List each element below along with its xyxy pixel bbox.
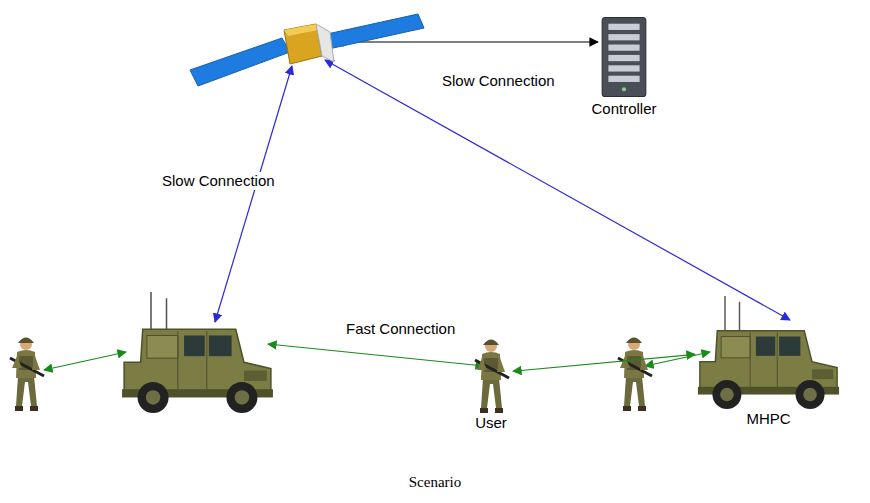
connection-label: Fast Connection (344, 320, 457, 338)
user-node: User (470, 334, 512, 432)
connection-label: Slow Connection (440, 72, 557, 90)
node-icon (696, 294, 841, 410)
slow-link (325, 60, 790, 320)
node-icon (470, 334, 512, 414)
fast-link (268, 344, 484, 366)
soldier-icon (618, 338, 652, 412)
satellite-icon (190, 14, 424, 86)
slow-link (335, 41, 598, 42)
vehicle-node: MHPC (696, 294, 841, 428)
node-label: MHPC (743, 410, 793, 428)
server-node: Controller (588, 14, 659, 118)
fast-link (513, 354, 695, 371)
soldier-icon (10, 338, 44, 412)
fast-link (44, 352, 126, 370)
vehicle-icon (122, 292, 273, 413)
node-label: Controller (588, 100, 659, 118)
node-icon (598, 14, 650, 100)
figure-caption: Scenario (409, 474, 461, 491)
connection-label: Slow Connection (160, 172, 277, 190)
node-label: User (472, 414, 510, 432)
connection-lines (44, 42, 790, 370)
slow-link (215, 66, 292, 322)
